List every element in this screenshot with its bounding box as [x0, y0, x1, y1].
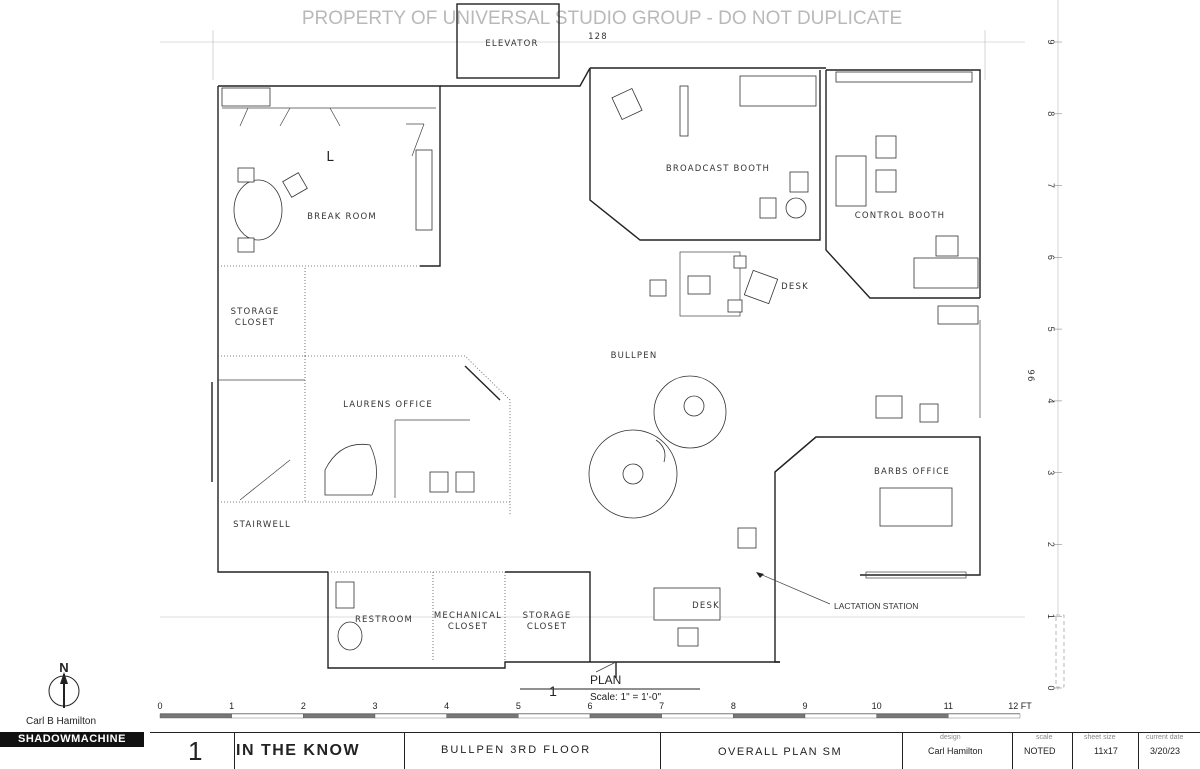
break-room-marker: L — [326, 150, 334, 165]
bottom-rooms — [328, 571, 506, 662]
grid-right-label: 2 — [1046, 542, 1056, 547]
room-label-storage-closet-bottom-1: STORAGE — [523, 611, 572, 621]
scale-bar-segment — [661, 713, 734, 719]
plan-number: 1 — [549, 683, 557, 699]
scale-bar-segment — [876, 713, 949, 719]
elevator-room — [456, 3, 560, 79]
project-name: IN THE KNOW — [236, 742, 361, 759]
room-label-desk-bottom: DESK — [692, 601, 720, 611]
scale-bar-segment — [374, 713, 447, 719]
room-label-elevator: ELEVATOR — [485, 39, 538, 49]
room-label-storage-closet-left-2: CLOSET — [235, 318, 275, 328]
grid-right-label: 3 — [1046, 470, 1056, 475]
grid-right-label: 4 — [1046, 398, 1056, 403]
scale-bar-label: 9 — [802, 701, 807, 711]
lactation-leader-line — [759, 573, 831, 605]
sheet-title: OVERALL PLAN SM — [718, 746, 843, 758]
sheet-location: BULLPEN 3RD FLOOR — [441, 744, 592, 756]
design-label: design — [940, 734, 961, 741]
grid-right-label: 6 — [1046, 255, 1056, 260]
scale-bar-segment — [948, 713, 1021, 719]
laurens-office — [304, 355, 511, 515]
control-booth — [825, 70, 980, 299]
scale-bar-segment — [446, 713, 519, 719]
scale-bar-label: 10 — [872, 701, 882, 711]
plan-title: PLAN — [590, 673, 621, 687]
scale-bar-label: 5 — [516, 701, 521, 711]
grid-right-label: 1 — [1046, 614, 1056, 619]
north-arrow-icon — [48, 672, 80, 708]
room-label-storage-closet-left-1: STORAGE — [231, 307, 280, 317]
scale-label: scale — [1036, 734, 1053, 741]
scale-bar-segment — [159, 713, 232, 719]
right-ruler — [1055, 614, 1065, 688]
plan-scale: Scale: 1" = 1'-0" — [590, 692, 661, 703]
room-label-mechanical-closet-2: CLOSET — [448, 622, 488, 632]
date-value: 3/20/23 — [1150, 746, 1181, 756]
scale-bar-label: 4 — [444, 701, 449, 711]
north-label: N — [59, 660, 68, 675]
sheet-size-label: sheet size — [1084, 734, 1116, 741]
stairwell — [218, 379, 510, 503]
scale-bar-label: 7 — [659, 701, 664, 711]
doors — [595, 661, 617, 678]
room-label-broadcast-booth: BROADCAST BOOTH — [666, 164, 770, 174]
side-dimension: 96 — [1025, 369, 1035, 382]
room-label-desk-top: DESK — [781, 282, 809, 292]
callout-lactation-station: LACTATION STATION — [834, 601, 918, 611]
designer-name: Carl B Hamilton — [26, 716, 97, 727]
scale-bar-label: 1 — [229, 701, 234, 711]
scale-bar-label: 3 — [372, 701, 377, 711]
logo: SHADOWMACHINE — [0, 732, 144, 747]
room-label-barbs-office: BARBS OFFICE — [874, 467, 950, 477]
room-label-stairwell: STAIRWELL — [233, 520, 291, 530]
scale-bar-label: 8 — [731, 701, 736, 711]
desk-area-top — [649, 251, 779, 317]
grid-right-label: 8 — [1046, 111, 1056, 116]
scale-bar-segment — [804, 713, 877, 719]
break-room — [218, 87, 436, 267]
barbs-office — [737, 436, 967, 579]
room-label-control-booth: CONTROL BOOTH — [855, 211, 945, 221]
exterior-walls — [211, 67, 981, 669]
scale-bar-label: 6 — [587, 701, 592, 711]
scale-bar-segment — [589, 713, 662, 719]
reference-grid — [160, 0, 1059, 690]
date-label: current date — [1146, 734, 1184, 741]
scale-bar-segment — [518, 713, 591, 719]
room-label-storage-closet-bottom-2: CLOSET — [527, 622, 567, 632]
grid-right-label: 7 — [1046, 183, 1056, 188]
lactation-arrow — [756, 572, 764, 578]
grid-right-label: 0 — [1046, 685, 1056, 690]
design-value: Carl Hamilton — [928, 746, 983, 756]
desk-area-bottom — [653, 587, 721, 647]
scale-bar-label: 12 FT — [1008, 701, 1032, 711]
scale-bar: 0 1 2 3 4 5 6 7 8 9 10 11 12 FT — [157, 701, 1032, 719]
scale-bar-label: 0 — [157, 701, 162, 711]
grid-right-label: 5 — [1046, 327, 1056, 332]
scale-value: NOTED — [1024, 746, 1056, 756]
room-label-mechanical-closet-1: MECHANICAL — [434, 611, 502, 621]
grid-right-label: 9 — [1046, 39, 1056, 44]
room-label-restroom: RESTROOM — [355, 615, 413, 625]
scale-bar-label: 2 — [301, 701, 306, 711]
scale-bar-segment — [733, 713, 806, 719]
bullpen-furniture — [588, 305, 981, 519]
scale-bar-segment — [303, 713, 376, 719]
sheet-size-value: 11x17 — [1094, 746, 1118, 756]
scale-bar-label: 11 — [944, 701, 953, 711]
sheet-number: 1 — [188, 736, 203, 766]
room-label-laurens-office: LAURENS OFFICE — [343, 400, 433, 410]
title-block — [150, 732, 1200, 769]
watermark: PROPERTY OF UNIVERSAL STUDIO GROUP - DO … — [302, 8, 902, 29]
room-label-bullpen: BULLPEN — [611, 351, 658, 361]
broadcast-booth — [589, 68, 821, 241]
top-dimension: 128 — [588, 32, 608, 42]
scale-bar-segment — [231, 713, 304, 719]
room-label-break-room: BREAK ROOM — [307, 212, 377, 222]
